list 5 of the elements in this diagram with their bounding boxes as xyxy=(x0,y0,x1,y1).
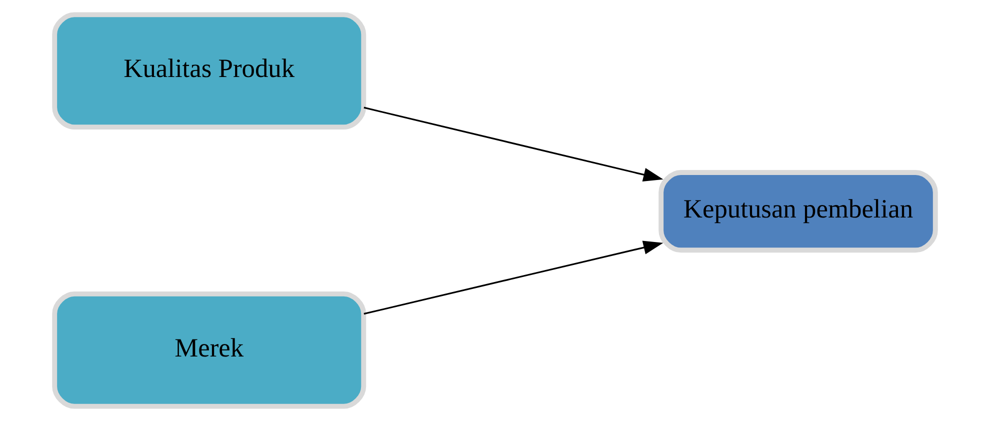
node-box: Kualitas Produk xyxy=(52,12,366,130)
arrow xyxy=(364,240,664,315)
arrow xyxy=(364,106,664,182)
node-box: Merek xyxy=(52,291,366,409)
node-box: Keputusan pembelian xyxy=(658,170,938,253)
